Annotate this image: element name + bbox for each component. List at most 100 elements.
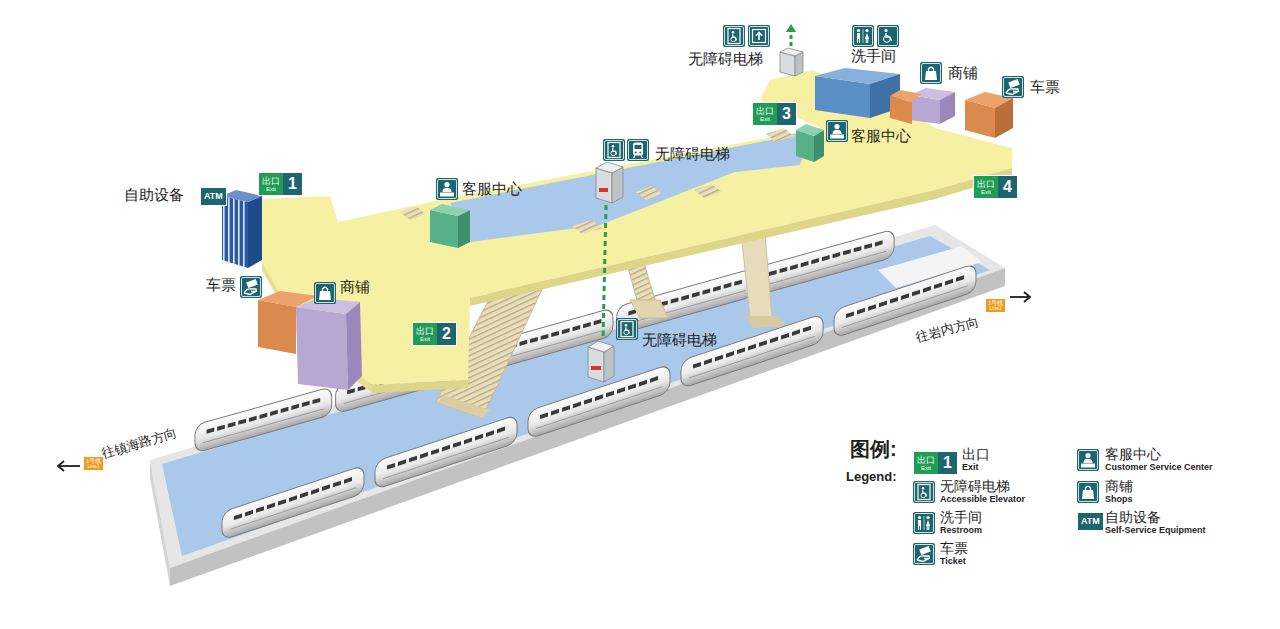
exit-word: 出口 (917, 455, 935, 465)
ticket-office (258, 300, 296, 354)
exit-word: 出口 (416, 326, 434, 336)
service-center (430, 204, 470, 248)
concourse (245, 70, 1012, 393)
legend-text: 商铺 (1105, 478, 1133, 495)
facility-icon (1002, 76, 1024, 98)
train (757, 229, 894, 295)
facility-icon (826, 120, 848, 142)
legend-text: 自助设备 (1105, 509, 1161, 526)
facility-icon (852, 25, 874, 47)
legend-icon (913, 481, 935, 503)
shop-block (296, 307, 348, 390)
train (222, 465, 364, 540)
atm-building (222, 196, 248, 268)
exit-word: 出口 (756, 106, 774, 116)
facility-icon (603, 139, 625, 161)
elevator-shaft (780, 48, 803, 76)
exit-sign: 出口Exit4 (973, 175, 1018, 199)
legend-title-en: Legend: (846, 469, 897, 485)
ticket-office (965, 92, 1013, 138)
facility-icon (616, 318, 638, 340)
train (222, 263, 976, 540)
service-center (430, 204, 470, 216)
line-badge: 1号线Line1 (986, 299, 1005, 312)
service-center (458, 210, 470, 248)
train (528, 364, 670, 439)
exit-number: 3 (777, 103, 796, 125)
exit-sign: 出口Exit1 (258, 172, 303, 196)
legend-caption-en: Shops (1105, 494, 1133, 505)
exit-plate: 出口Exit (914, 452, 938, 474)
facility-icon (627, 139, 649, 161)
stairs (766, 128, 794, 142)
pillar (746, 316, 786, 328)
atm-building (248, 196, 262, 268)
service-center (430, 210, 458, 248)
line-badge: 1号线Line1 (84, 457, 103, 470)
facility-icon (920, 62, 942, 84)
facility-icon (748, 25, 770, 47)
direction-arrow (1024, 292, 1030, 302)
exit-word: Exit (266, 186, 276, 193)
exit-word: Exit (420, 336, 430, 343)
legend-icon (913, 543, 935, 565)
exit-word: Exit (760, 116, 770, 123)
atm-badge: ATM (200, 187, 227, 206)
facility-icon (240, 25, 1024, 340)
restroom-block (815, 68, 900, 118)
exit-number: 1 (283, 173, 302, 195)
exit-number: 1 (938, 452, 957, 474)
elevator-path (603, 24, 796, 340)
exit-number: 2 (437, 323, 456, 345)
atm-badge: ATM (1077, 512, 1104, 531)
direction-arrow (58, 292, 1030, 471)
facility-label: 无障碍电梯 (655, 145, 730, 163)
elevator-path (786, 24, 796, 32)
stairs (572, 220, 602, 234)
badge-text: ATM (1081, 516, 1100, 527)
elevator-shaft (588, 347, 604, 382)
legend-text: 车票 (940, 540, 968, 557)
facility-label: 客服中心 (462, 180, 522, 198)
facility-label: 客服中心 (851, 127, 911, 145)
exit-word: 出口 (262, 176, 280, 186)
exit-sign: 出口Exit 3 (752, 102, 797, 126)
legend-caption-en: Accessible Elevator (940, 494, 1025, 505)
elevator-shaft (599, 188, 608, 192)
elevator-shaft (588, 341, 614, 352)
exit-word: Exit (981, 189, 991, 196)
legend-icon (913, 512, 935, 534)
shop-block (890, 88, 955, 124)
escalator (630, 300, 668, 318)
exit-sign: 出口Exit1 (913, 451, 958, 475)
atm-building (222, 190, 262, 268)
exit-word: 出口 (977, 179, 995, 189)
escalator (436, 396, 490, 418)
facility-label: 无障碍电梯 (688, 50, 763, 68)
concourse (372, 380, 468, 393)
facility-icon (436, 178, 458, 200)
line-name: Line1 (990, 306, 1002, 311)
legend-icon (1077, 481, 1099, 503)
direction-label: 往岩内方向 (914, 314, 981, 346)
train (375, 415, 517, 490)
exit-plate: 出口Exit (259, 173, 283, 195)
elevator-path (790, 31, 793, 46)
exit-sign: 出口Exit 2 (412, 322, 457, 346)
stairs (636, 186, 662, 200)
facility-label: 自助设备 (124, 186, 184, 204)
direction-label: 往镇海路方向 (100, 425, 179, 461)
direction-arrow (58, 465, 80, 467)
ticket-office (995, 98, 1013, 138)
badge-text: ATM (204, 191, 223, 202)
legend-text: 客服中心 (1105, 446, 1161, 463)
facility-label: 商铺 (948, 64, 978, 82)
legend-caption-en: Customer Service Center (1105, 462, 1213, 473)
facility-icon (314, 282, 336, 304)
line-name: Line1 (88, 464, 100, 469)
elevator-shaft (596, 162, 623, 173)
stairs (400, 206, 426, 220)
